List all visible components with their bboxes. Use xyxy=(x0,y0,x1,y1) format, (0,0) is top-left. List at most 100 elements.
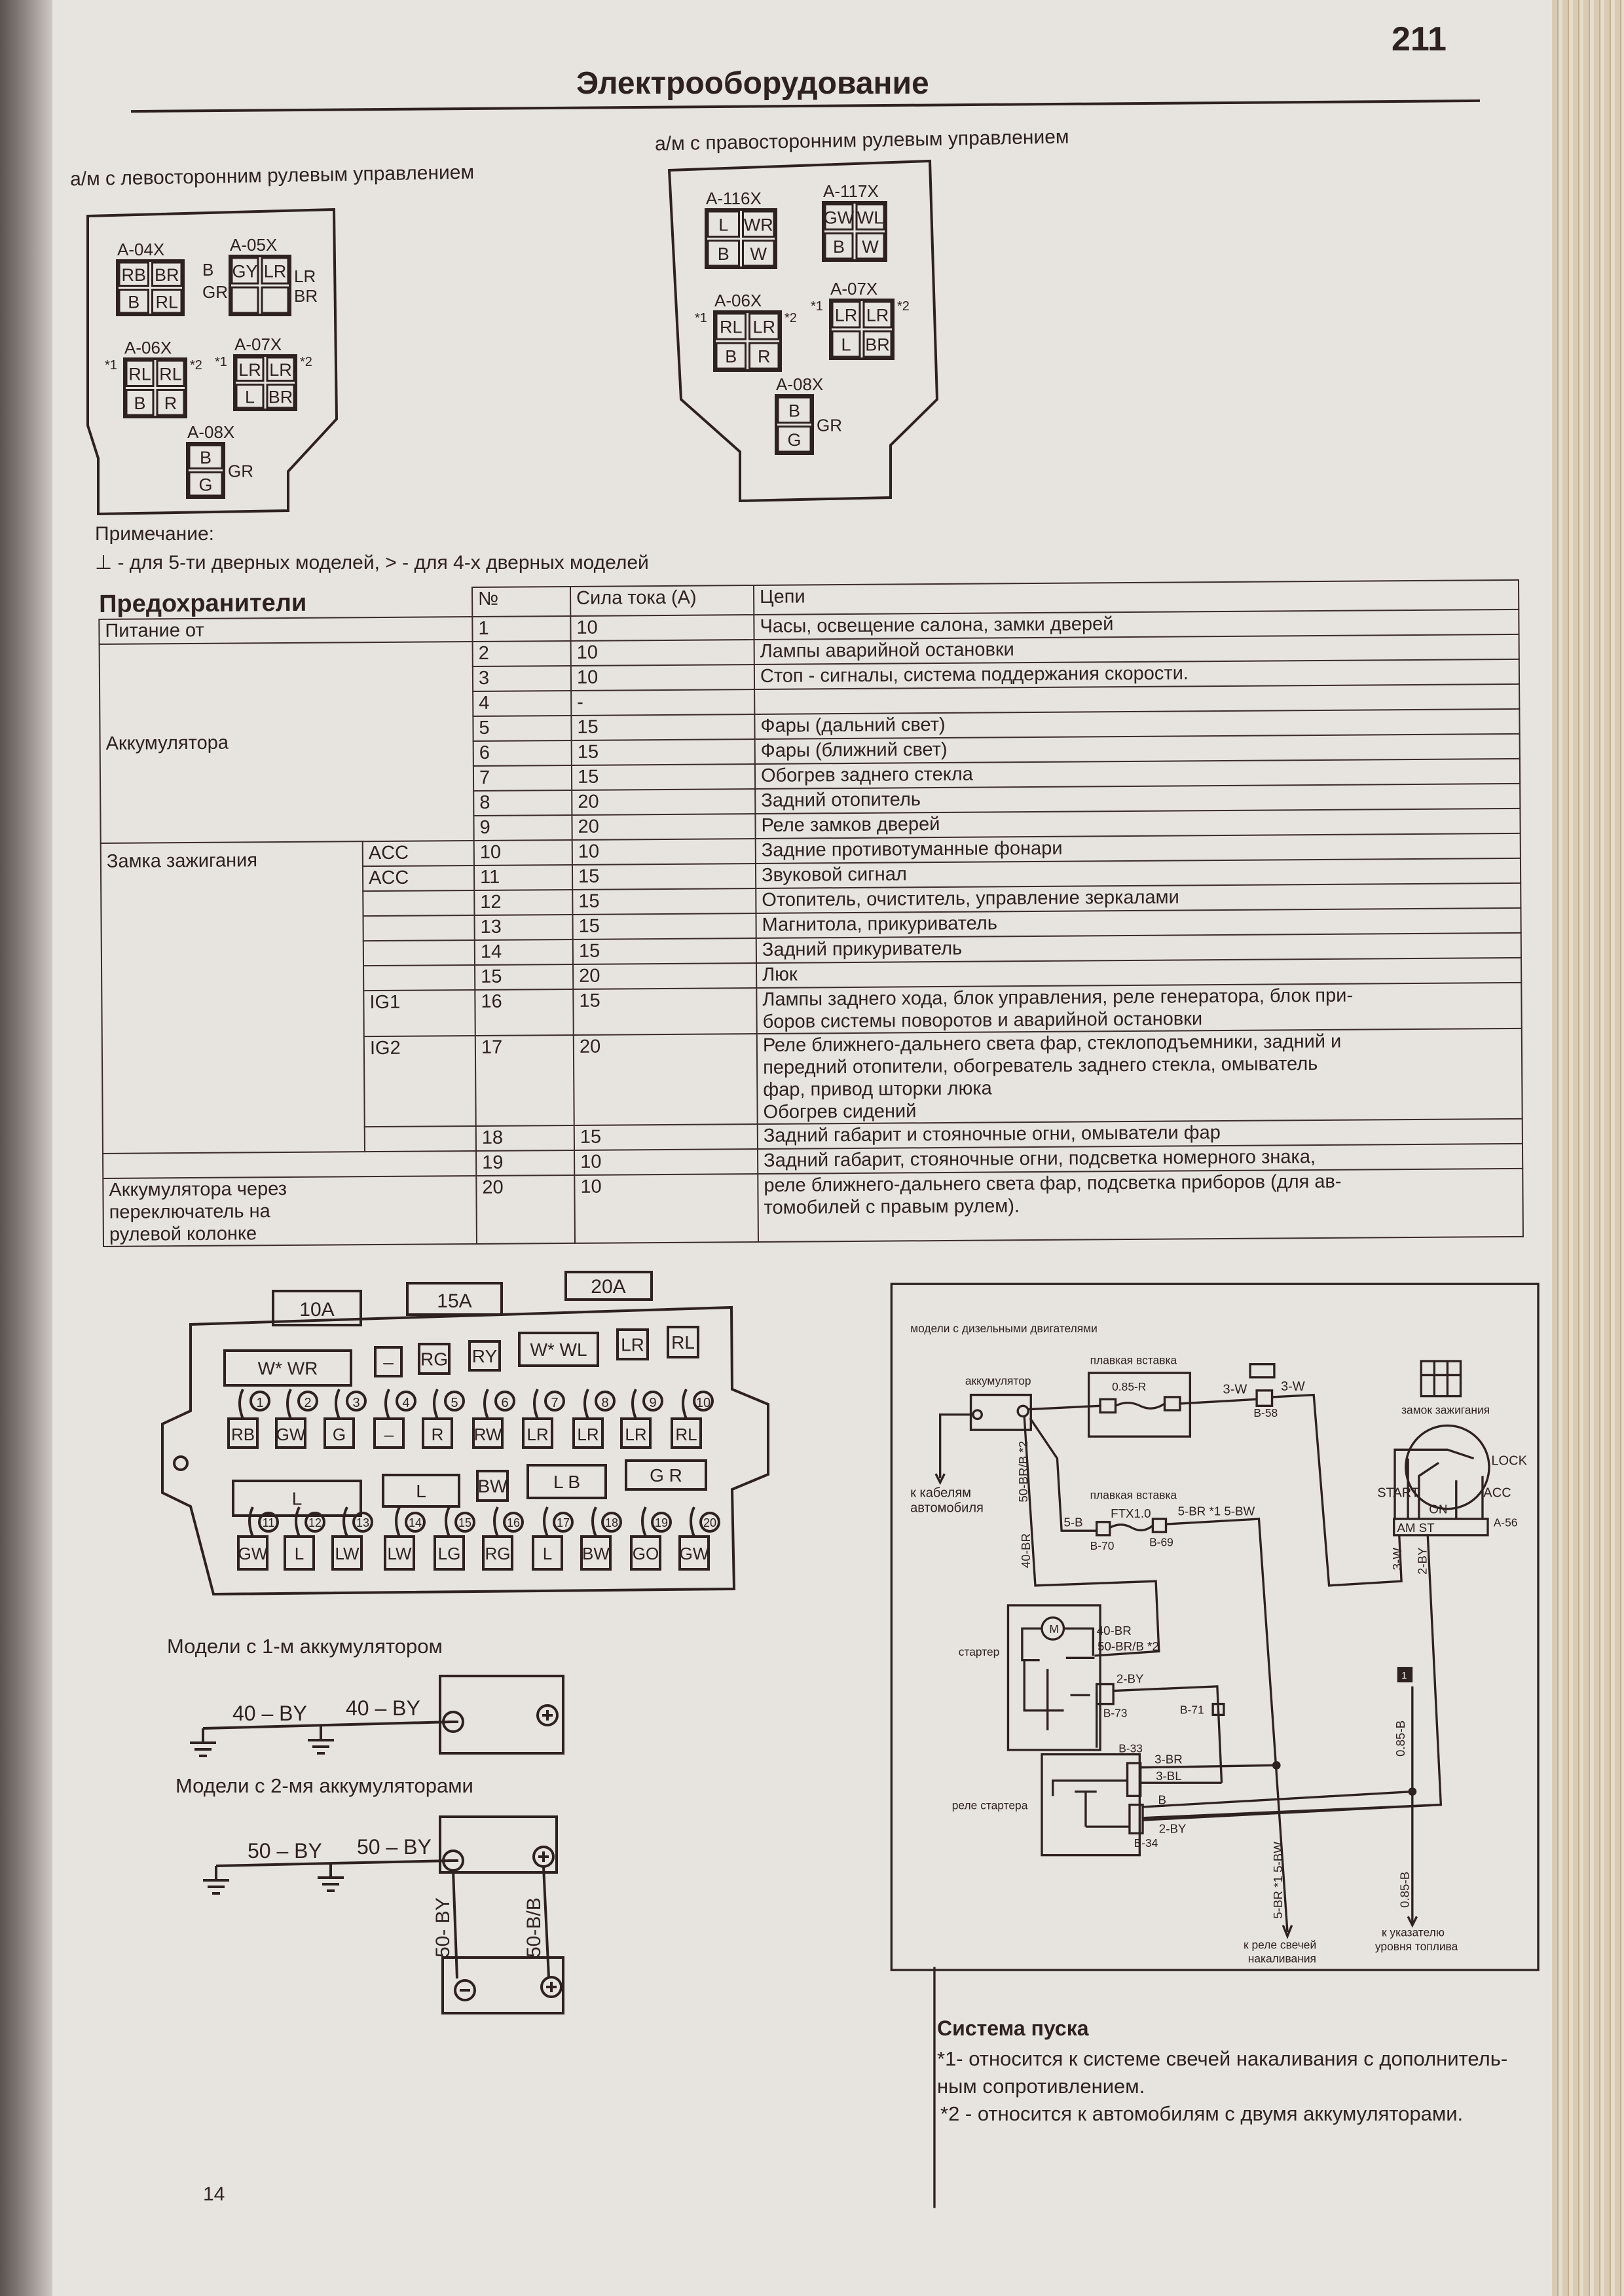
two-battery-wire-2: 50 – BY xyxy=(357,1835,432,1859)
wire-3w-2: 3-W xyxy=(1281,1379,1305,1394)
footnote-1-cont: ным сопротивлением. xyxy=(937,2075,1145,2098)
fuse-number: 9 xyxy=(649,1396,656,1410)
connector-pin xyxy=(707,210,740,238)
wire-color-label: RL xyxy=(675,1425,697,1444)
page-number: 211 xyxy=(1392,20,1447,58)
pin-label: GY xyxy=(232,262,257,282)
fuse-number-badge xyxy=(642,1391,663,1412)
note-text: ⊥ - для 5-ти дверных моделей, > - для 4-… xyxy=(95,552,649,574)
connector-pin xyxy=(748,342,780,370)
fuse-number-badge xyxy=(553,1512,574,1533)
pin-label: WR xyxy=(744,215,773,234)
connector-mark: *1 xyxy=(215,355,227,369)
wire-color-label: GW xyxy=(238,1544,268,1563)
one-battery-wire-2: 40 – BY xyxy=(346,1696,420,1720)
connector-id: A-08X xyxy=(776,374,823,394)
wire-3bl: 3-BL xyxy=(1156,1769,1182,1783)
connector-id: A-06X xyxy=(714,291,762,310)
pin-label: RL xyxy=(159,364,182,384)
fuse-number-badge xyxy=(494,1391,515,1412)
fuse-number-badge xyxy=(601,1512,622,1533)
starter-wire-40br: 40-BR xyxy=(1097,1624,1132,1637)
fuse-number: 20 xyxy=(703,1516,716,1529)
connector-pin xyxy=(855,232,885,260)
connector-pin xyxy=(777,396,812,424)
terminal-group-label: RG xyxy=(420,1349,448,1370)
fuse-number-badge xyxy=(699,1512,720,1533)
connector-pin xyxy=(862,301,893,329)
connector-pin xyxy=(125,389,155,416)
fuse-number: 7 xyxy=(551,1396,558,1410)
diagram-frame xyxy=(890,1283,1540,1971)
connector-pin xyxy=(715,312,747,340)
connector-pin xyxy=(266,384,295,409)
fuse-terminal-group xyxy=(625,1459,707,1491)
fuse-number: 3 xyxy=(352,1396,360,1410)
fuse-terminal-group xyxy=(374,1346,403,1377)
connector-mark: *1 xyxy=(811,299,823,314)
terminal-group-label: L B xyxy=(553,1472,580,1492)
page-edges xyxy=(1552,0,1624,2296)
wire-3w-vertical: 3-W xyxy=(1390,1548,1404,1571)
wire-color-label: GW xyxy=(680,1544,709,1563)
wire-color-label: LG xyxy=(438,1544,461,1563)
terminal-group-label: W* WL xyxy=(530,1339,587,1360)
fuse-number: 4 xyxy=(402,1396,409,1410)
wire-b: B xyxy=(1158,1793,1166,1806)
fusible-link-rating-2: FTX1.0 xyxy=(1111,1506,1151,1520)
connector-pin xyxy=(261,286,289,314)
ignition-switch-label: замок зажигания xyxy=(1401,1403,1490,1416)
pin-side-label: GR xyxy=(228,462,253,481)
ignition-switch-circle xyxy=(1405,1424,1490,1510)
fuse-number-badge xyxy=(693,1391,714,1412)
pin-label: L xyxy=(841,335,851,355)
wire-5b: 5-B xyxy=(1063,1515,1082,1529)
terminal-group-label: G R xyxy=(650,1465,682,1485)
starter-wire-50brb: 50-BR/B *2 xyxy=(1098,1639,1159,1653)
to-glow-relay-2: накаливания xyxy=(1248,1952,1316,1965)
fuse-rating-tab-10a xyxy=(272,1290,362,1326)
fuse-rating-tab-15a xyxy=(406,1282,503,1316)
fuse-number: 19 xyxy=(655,1516,668,1529)
fusible-link-box xyxy=(1087,1372,1192,1438)
to-cables-label-1: к кабелям xyxy=(910,1486,971,1501)
pin-label: LR xyxy=(752,318,775,337)
pin-side-label: BR xyxy=(294,286,318,306)
wire-color-label: RG xyxy=(485,1544,511,1563)
wire-color-label: BW xyxy=(582,1544,610,1563)
one-battery-wire-1: 40 – BY xyxy=(232,1702,307,1725)
fuse-number: 5 xyxy=(451,1396,458,1410)
ignition-acc-label: ACC xyxy=(1483,1486,1511,1501)
to-fuel-gauge-2: уровня топлива xyxy=(1375,1940,1458,1953)
terminal-group-label: RY xyxy=(472,1346,498,1366)
left-connector-panel xyxy=(86,208,339,516)
battery-box xyxy=(969,1393,1032,1431)
pin-label: LR xyxy=(835,306,858,325)
fuse-rating-tab-20a xyxy=(564,1271,653,1301)
fuse-terminal-group xyxy=(418,1343,451,1375)
fuse-terminal-group xyxy=(468,1340,501,1372)
starter-box xyxy=(1006,1604,1101,1751)
fuse-number: 11 xyxy=(263,1516,275,1529)
pin-label: BR xyxy=(268,387,293,407)
pin-label: RB xyxy=(121,265,146,285)
connector-pin xyxy=(266,356,295,382)
fuse-number: 15 xyxy=(458,1516,471,1529)
connector-pin xyxy=(707,240,740,267)
pin-side-label: LR xyxy=(294,266,316,286)
wire-color-label: L xyxy=(543,1544,552,1563)
connector-pin xyxy=(261,257,289,285)
pin-label: B xyxy=(718,244,729,264)
fuse-number: 8 xyxy=(601,1396,608,1410)
fuse-box-body xyxy=(161,1305,769,1596)
connector-mark: *2 xyxy=(784,311,797,325)
fuse-number-badge xyxy=(503,1512,524,1533)
pin-label: BR xyxy=(865,335,890,355)
fuse-number: 18 xyxy=(605,1516,618,1529)
